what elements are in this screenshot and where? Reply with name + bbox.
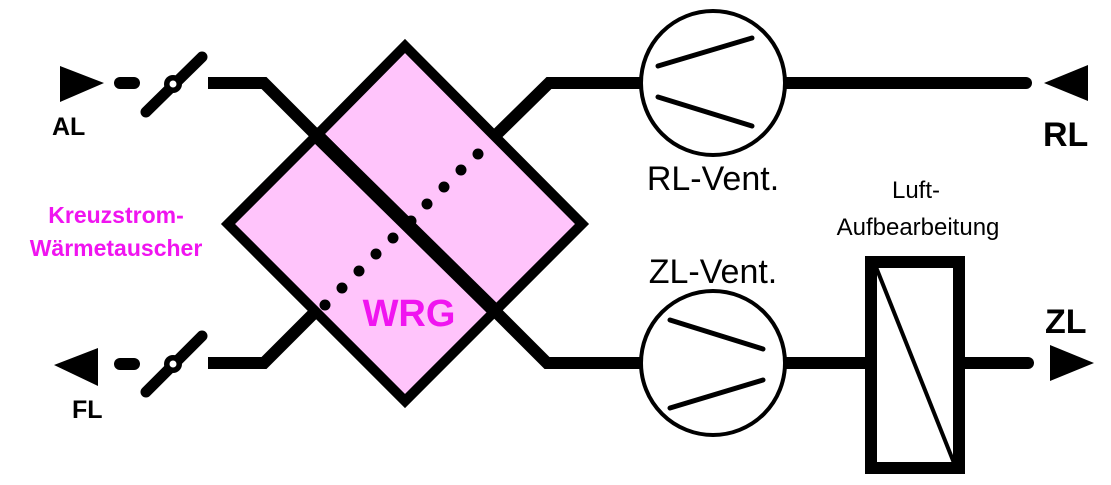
duct-diagonal bbox=[313, 132, 500, 316]
exchanger-name-line1: Kreuzstrom- bbox=[48, 202, 183, 228]
fan-supply bbox=[639, 289, 787, 437]
arrow-rl-icon bbox=[1044, 65, 1088, 101]
port-label-al: AL bbox=[52, 113, 85, 141]
duct-supply-air bbox=[490, 306, 640, 369]
fan-return-label: RL-Vent. bbox=[647, 160, 779, 198]
fan-return bbox=[639, 9, 787, 157]
arrow-al-icon bbox=[60, 66, 104, 102]
arrow-zl-icon bbox=[1050, 345, 1094, 381]
port-label-zl: ZL bbox=[1045, 303, 1087, 341]
air-treatment-unit bbox=[865, 256, 965, 474]
duct-exhaust-air bbox=[208, 304, 323, 369]
port-label-rl: RL bbox=[1043, 116, 1088, 154]
exchanger-abbr: WRG bbox=[363, 293, 456, 335]
duct-return-air bbox=[490, 77, 640, 141]
damper-outside-air bbox=[140, 51, 208, 118]
port-label-fl: FL bbox=[72, 396, 103, 424]
air-treatment-label-line2: Aufbearbeitung bbox=[837, 214, 1000, 241]
duct-outside-air bbox=[208, 77, 323, 142]
air-treatment-label-line1: Luft- bbox=[892, 177, 940, 204]
arrow-fl-icon bbox=[54, 348, 98, 386]
damper-exhaust-air bbox=[140, 330, 208, 398]
exchanger-name-line2: Wärmetauscher bbox=[30, 235, 203, 261]
ducts bbox=[114, 77, 1034, 370]
fan-supply-label: ZL-Vent. bbox=[649, 253, 778, 291]
